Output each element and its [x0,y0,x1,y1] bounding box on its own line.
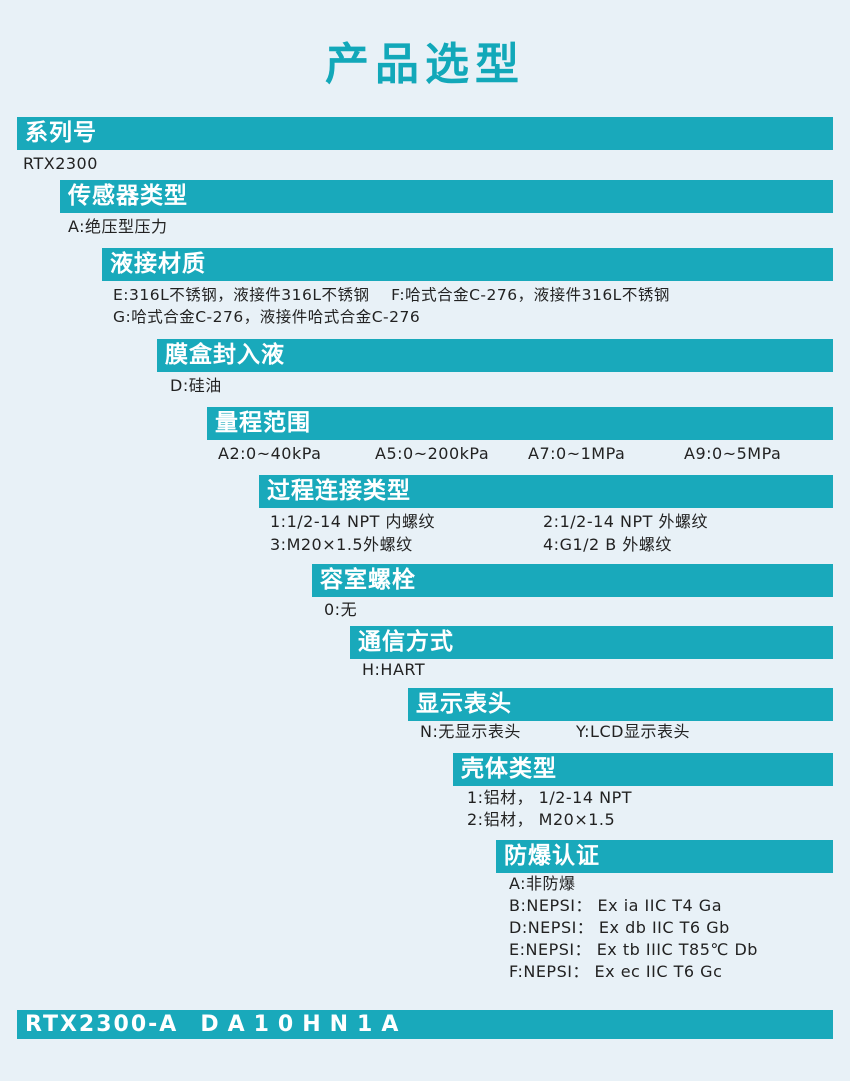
model-code-bar: RTX2300-A DA10HN1A [17,1010,833,1039]
wetted-material-option: G:哈式合金C-276，液接件哈式合金C-276 [113,308,421,326]
section-header-wetted-material: 液接材质 [102,248,833,281]
model-prefix: RTX2300-A [25,1012,179,1037]
range-option: A2:0~40kPa [218,444,322,463]
process-connection-option: 4:G1/2 B 外螺纹 [543,535,672,554]
housing-type-option: 1:铝材， 1/2-14 NPT [467,788,633,807]
explosion-proof-option: A:非防爆 [509,874,576,893]
section-header-fill-fluid: 膜盒封入液 [157,339,833,372]
explosion-proof-option: D:NEPSI： Ex db IIC T6 Gb [509,918,730,937]
process-connection-option: 1:1/2-14 NPT 内螺纹 [270,512,436,531]
section-header-range: 量程范围 [207,407,833,440]
model-codes: DA10HN1A [200,1012,408,1037]
range-option: A7:0~1MPa [528,444,626,463]
fill-fluid-option: D:硅油 [170,376,222,395]
process-connection-option: 3:M20×1.5外螺纹 [270,535,413,554]
section-header-process-connection: 过程连接类型 [259,475,833,508]
section-header-explosion-proof: 防爆认证 [496,840,833,873]
section-header-communication: 通信方式 [350,626,833,659]
housing-type-option: 2:铝材， M20×1.5 [467,810,616,829]
section-header-display: 显示表头 [408,688,833,721]
display-option: N:无显示表头 [420,722,521,741]
display-option: Y:LCD显示表头 [576,722,690,741]
sensor-type-option: A:绝压型压力 [68,217,168,236]
page-title: 产品选型 [325,39,525,90]
section-header-housing-bolt: 容室螺栓 [312,564,833,597]
section-header-series: 系列号 [17,117,833,150]
range-option: A5:0~200kPa [375,444,490,463]
communication-option: H:HART [362,660,426,679]
range-option: A9:0~5MPa [684,444,782,463]
process-connection-option: 2:1/2-14 NPT 外螺纹 [543,512,709,531]
section-header-housing-type: 壳体类型 [453,753,833,786]
explosion-proof-option: B:NEPSI： Ex ia IIC T4 Ga [509,896,722,915]
housing-bolt-option: 0:无 [324,600,358,619]
wetted-material-option: E:316L不锈钢，液接件316L不锈钢 F:哈式合金C-276，液接件316L… [113,286,670,304]
section-header-sensor-type: 传感器类型 [60,180,833,213]
series-option: RTX2300 [23,154,98,173]
explosion-proof-option: F:NEPSI： Ex ec IIC T6 Gc [509,962,723,981]
explosion-proof-option: E:NEPSI： Ex tb IIIC T85℃ Db [509,940,758,959]
